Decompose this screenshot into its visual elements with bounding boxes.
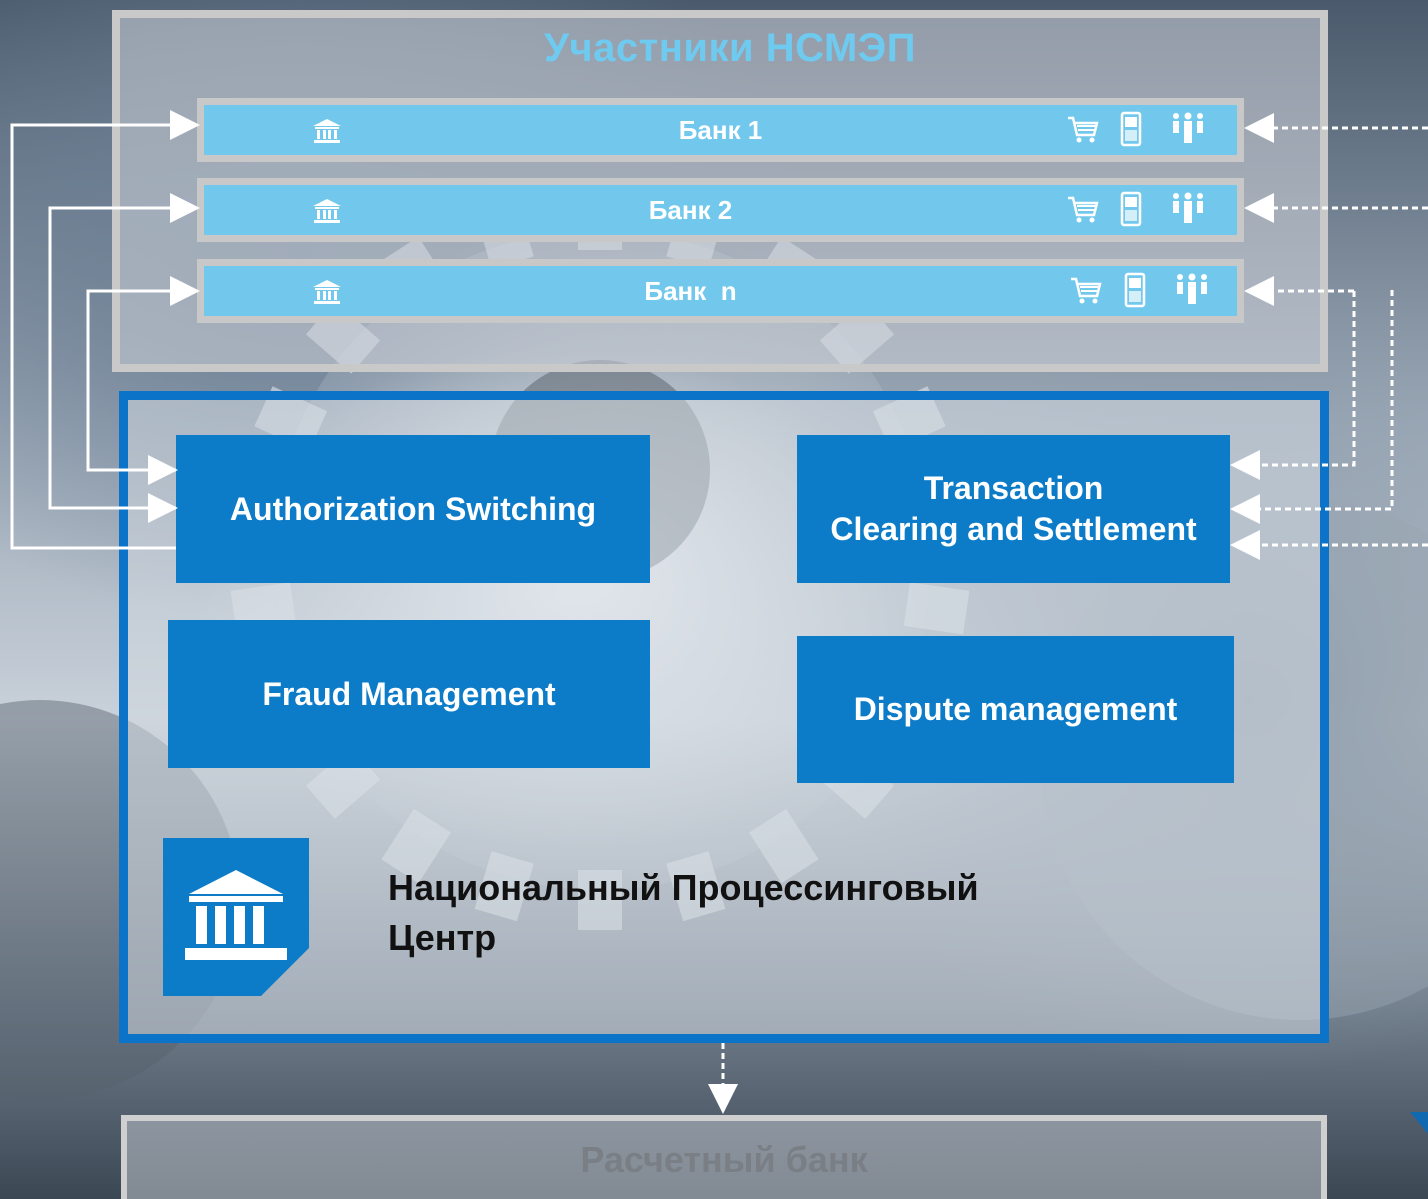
module-label: Dispute management [853, 691, 1178, 727]
module-label: Authorization Switching [229, 490, 597, 527]
participants-title: Участники НСМЭП [544, 26, 916, 70]
shopping-cart-icon [1067, 115, 1099, 150]
fraud-management-module[interactable]: Fraud Management [168, 620, 650, 768]
settlement-bank-box[interactable]: Расчетный банк [121, 1115, 1327, 1199]
people-icon [1170, 191, 1206, 230]
bank-icon [312, 118, 342, 149]
bank-bar-2[interactable]: Банк 2 [197, 178, 1244, 242]
mobile-phone-icon [1124, 272, 1146, 313]
people-icon [1174, 272, 1210, 311]
mobile-phone-icon [1120, 111, 1142, 152]
dispute-management-module[interactable]: Dispute management [797, 636, 1234, 783]
people-icon [1170, 111, 1206, 150]
bank-bar-n[interactable]: Банк n [197, 259, 1244, 323]
bank-label: Банк 2 [648, 195, 733, 225]
processing-center-logo [163, 838, 309, 996]
processing-center-title: Национальный Процессинговый Центр [388, 863, 1088, 963]
bank-label: Банк 1 [678, 115, 763, 145]
bank-label: Банк n [644, 276, 737, 306]
module-label: Fraud Management [262, 675, 556, 712]
clearing-settlement-module[interactable]: Transaction Clearing and Settlement [797, 435, 1230, 583]
settlement-bank-label: Расчетный банк [580, 1139, 868, 1180]
bank-bar-1[interactable]: Банк 1 [197, 98, 1244, 162]
bank-icon [312, 198, 342, 229]
authorization-switching-module[interactable]: Authorization Switching [176, 435, 650, 583]
shopping-cart-icon [1070, 276, 1102, 311]
bank-icon [312, 279, 342, 310]
module-label: Transaction Clearing and Settlement [830, 470, 1197, 547]
mobile-phone-icon [1120, 191, 1142, 232]
shopping-cart-icon [1067, 195, 1099, 230]
processing-center-title-text: Национальный Процессинговый Центр [388, 867, 979, 958]
